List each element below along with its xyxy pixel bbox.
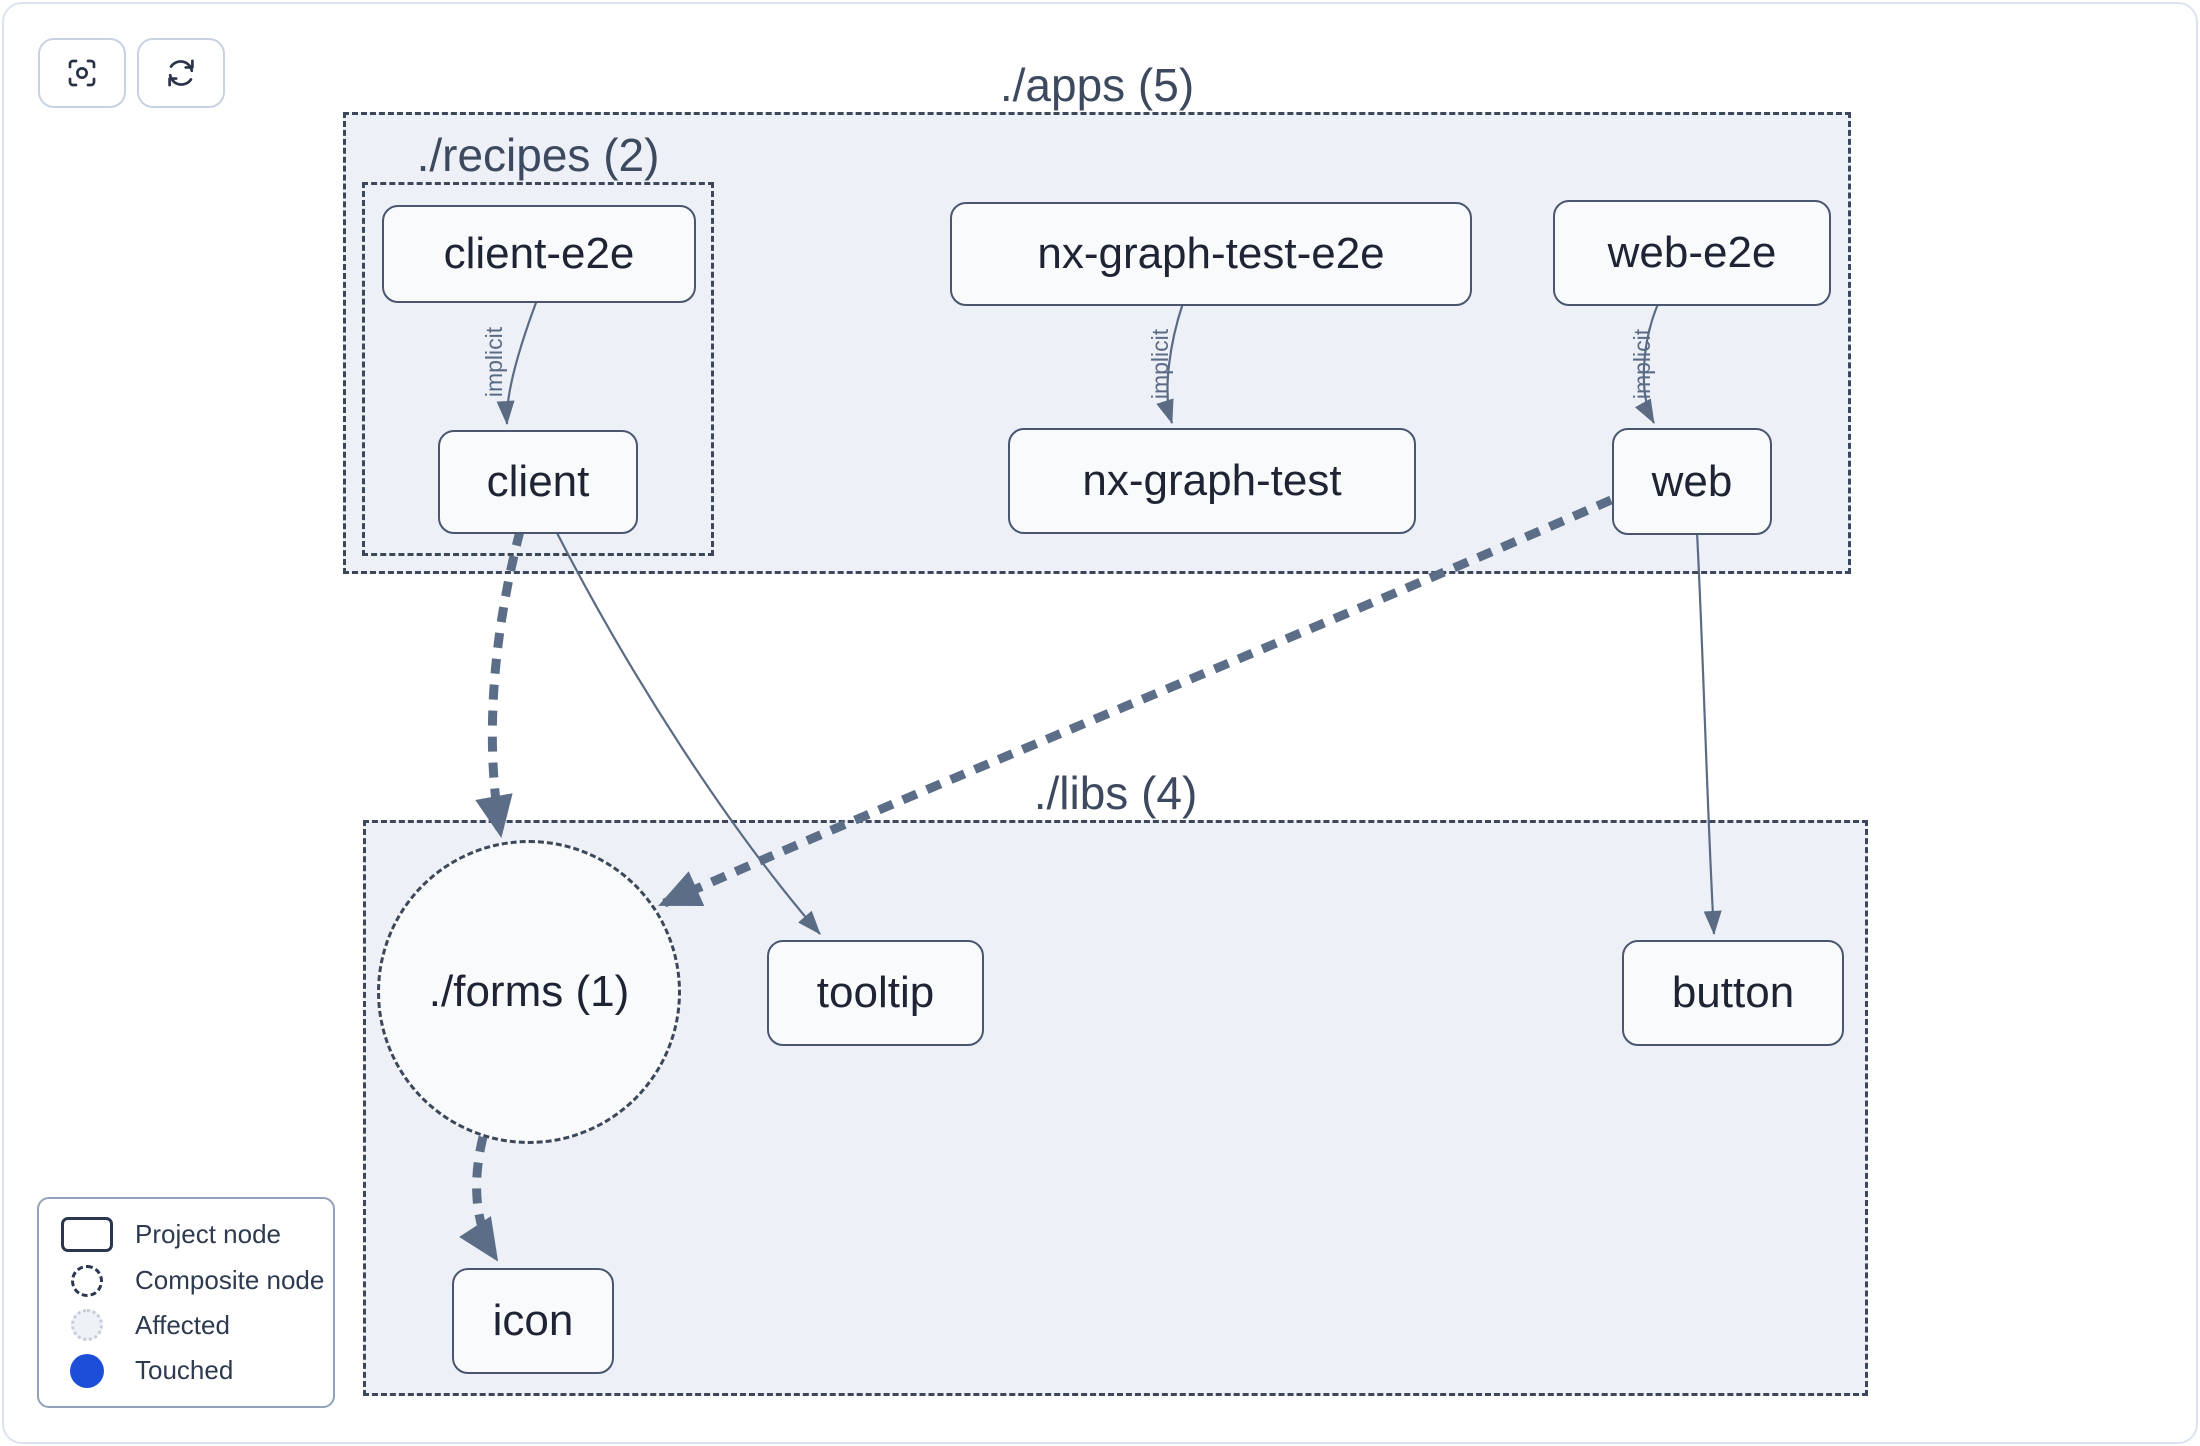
legend-item-project-node: Project node <box>39 1217 333 1253</box>
legend-swatch-cell <box>39 1264 135 1297</box>
node-icon[interactable]: icon <box>452 1268 614 1374</box>
node-button-label: button <box>1671 968 1795 1017</box>
node-icon-label: icon <box>492 1296 574 1345</box>
focus-button[interactable] <box>38 38 126 108</box>
node-client-e2e-label: client-e2e <box>443 229 635 278</box>
node-web[interactable]: web <box>1612 428 1772 535</box>
group-libs-title: ./libs (4) <box>1033 767 1198 819</box>
node-nx-graph-test-label: nx-graph-test <box>1082 456 1342 505</box>
legend-label: Touched <box>135 1355 234 1386</box>
node-tooltip[interactable]: tooltip <box>767 940 984 1046</box>
node-web-e2e-label: web-e2e <box>1607 228 1777 277</box>
legend-label: Project node <box>135 1219 281 1250</box>
composite-node-forms-label: ./forms (1) <box>428 967 630 1016</box>
node-tooltip-label: tooltip <box>816 968 935 1017</box>
group-recipes-title: ./recipes (2) <box>416 129 660 181</box>
node-nx-graph-test-e2e-label: nx-graph-test-e2e <box>1037 229 1385 278</box>
node-client-e2e[interactable]: client-e2e <box>382 205 696 303</box>
legend-label: Composite node <box>135 1265 325 1296</box>
node-web-label: web <box>1651 456 1733 506</box>
legend-item-affected: Affected <box>39 1309 333 1342</box>
node-client-label: client <box>486 457 590 506</box>
affected-swatch <box>71 1309 103 1342</box>
node-button[interactable]: button <box>1622 940 1844 1046</box>
legend-swatch-cell <box>39 1309 135 1342</box>
node-client[interactable]: client <box>438 430 638 534</box>
legend-label: Affected <box>135 1309 230 1340</box>
node-web-e2e[interactable]: web-e2e <box>1553 200 1831 306</box>
legend-swatch-cell <box>39 1353 135 1388</box>
touched-swatch <box>70 1353 104 1388</box>
composite-node-swatch <box>71 1264 103 1297</box>
group-recipes: ./recipes (2) <box>362 129 714 556</box>
project-node-swatch <box>61 1217 113 1253</box>
refresh-button[interactable] <box>137 38 225 108</box>
legend-swatch-cell <box>39 1217 135 1253</box>
legend-item-composite-node: Composite node <box>39 1264 333 1297</box>
legend: Project node Composite node Affected Tou… <box>37 1197 335 1408</box>
node-nx-graph-test-e2e[interactable]: nx-graph-test-e2e <box>950 202 1472 306</box>
node-nx-graph-test[interactable]: nx-graph-test <box>1008 428 1416 534</box>
group-apps-title: ./apps (5) <box>999 59 1195 111</box>
focus-crosshair-icon <box>68 59 96 87</box>
composite-node-forms[interactable]: ./forms (1) <box>377 840 681 1144</box>
legend-item-touched: Touched <box>39 1353 333 1388</box>
refresh-sync-icon <box>168 59 194 87</box>
